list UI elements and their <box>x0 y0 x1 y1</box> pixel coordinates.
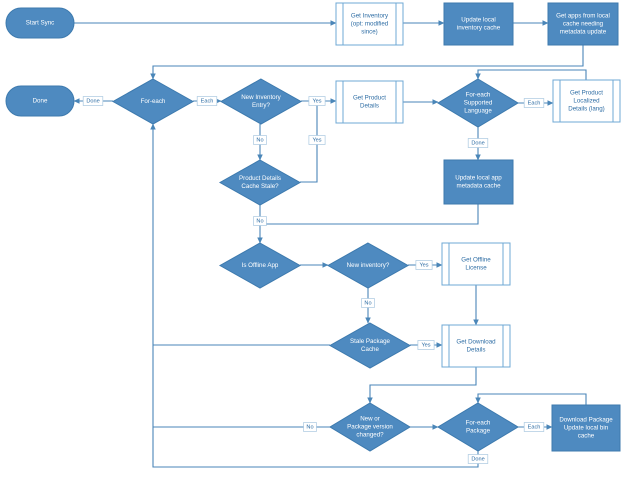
node-label-line: Product Details <box>239 175 281 182</box>
edge-label-c-newinv-yes: Yes <box>415 260 433 270</box>
node-label-line: Get Offline <box>461 257 491 264</box>
node-label-line: For-each <box>466 420 491 427</box>
node-label-line: changed? <box>356 432 384 439</box>
edge-label-c-langloop-done: Done <box>467 138 489 148</box>
node-label-line: New Inventory <box>241 94 281 101</box>
node-for-each[interactable]: For-each <box>111 78 195 125</box>
edge-label-text: Each <box>201 98 214 104</box>
node-layer: Start Sync Get Inventory(opt: modifiedsin… <box>5 2 621 452</box>
node-label-line: Supported <box>464 100 493 107</box>
node-label-line: Start Sync <box>26 20 55 27</box>
node-done[interactable]: Done <box>5 85 75 117</box>
node-label-line: since) <box>361 29 378 36</box>
node-label-line: Get Product <box>353 95 386 102</box>
node-label-line: For-each <box>141 98 166 105</box>
node-label-line: Package <box>466 428 491 435</box>
node-label-line: Localized <box>573 98 600 105</box>
node-is-offline-app[interactable]: Is Offline App <box>218 242 302 289</box>
node-label-line: Details <box>467 347 486 354</box>
edge-label-c-foreachpkg-each: Each <box>523 422 545 432</box>
connector-get-download-details-to-new-or-package-version-changed <box>367 367 477 404</box>
connector-product-details-cache-stale-to-get-product-details <box>300 101 318 183</box>
node-label-line: New or <box>360 416 380 423</box>
edge-label-c-langloop-each: Each <box>523 98 545 108</box>
edge-label-text: Yes <box>312 137 321 143</box>
node-label-line: Update local <box>461 17 495 24</box>
edge-label-text: Yes <box>312 98 321 104</box>
edge-label-c-newinv-no: No <box>361 298 375 308</box>
edge-label-c-cachestale-yes: Yes <box>308 135 326 145</box>
node-label-line: Update local app <box>455 175 502 182</box>
connector-for-each-package-to-for-each <box>150 123 479 468</box>
node-label-line: Cache <box>361 346 379 353</box>
node-label-line: Is Offline App <box>242 262 279 269</box>
edge-label-text: Yes <box>421 342 430 348</box>
node-label-line: Package version <box>347 424 393 431</box>
node-label-line: Details (lang) <box>568 106 604 113</box>
edge-label-c-foreach-to-done: Done <box>82 96 104 106</box>
edge-label-c-stalepkg-yes: Yes <box>417 340 435 350</box>
edge-label-c-foreach-to-newentry: Each <box>196 96 218 106</box>
node-new-inventory[interactable]: New inventory? <box>326 242 410 289</box>
node-label-line: Get Product <box>570 90 603 97</box>
connector-update-local-app-metadata-cache-to-is-offline-app <box>260 204 479 225</box>
node-label-line: Update local bin <box>564 425 609 432</box>
node-label-line: metadata cache <box>456 183 501 190</box>
connector-download-package-update-bin-cache-to-for-each-package <box>475 393 587 405</box>
node-label-line: cache <box>578 433 595 440</box>
node-label-line: Get apps from local <box>556 13 610 20</box>
edge-label-text: Done <box>471 140 484 146</box>
edge-label-text: Done <box>471 456 484 462</box>
node-label-line: metadata update <box>560 29 607 36</box>
edge-label-text: Each <box>528 100 541 106</box>
node-label-line: Entry? <box>252 102 270 109</box>
edge-label-c-newentry-no: No <box>253 135 267 145</box>
node-label-line: (opt: modified <box>351 21 389 28</box>
edge-label-c-pkgchanged-no: No <box>303 422 317 432</box>
node-label-line: License <box>465 265 487 272</box>
connector-get-product-localized-details-to-for-each-supported-language <box>475 69 587 80</box>
edge-label-text: Each <box>528 424 541 430</box>
node-label-line: cache needing <box>563 21 604 28</box>
node-label-line: Download Package <box>559 417 613 424</box>
edge-label-c-cachestale-no: No <box>253 216 267 226</box>
edge-label-text: Done <box>86 98 99 104</box>
node-label-line: For-each <box>466 92 491 99</box>
node-label-line: inventory cache <box>457 25 501 32</box>
edge-label-text: No <box>364 300 371 306</box>
node-label-line: Get Inventory <box>351 13 389 20</box>
node-label-line: New inventory? <box>347 262 390 269</box>
node-label-line: Cache Stale? <box>241 183 279 190</box>
node-label-line: Stale Package <box>350 338 390 345</box>
edge-label-text: No <box>306 424 313 430</box>
node-label-line: Done <box>33 98 48 105</box>
edge-label-text: Yes <box>419 262 428 268</box>
node-label-line: Language <box>464 108 492 115</box>
edge-label-text: No <box>256 218 263 224</box>
edge-label-c-newentry-yes: Yes <box>308 96 326 106</box>
node-start-sync[interactable]: Start Sync <box>5 7 75 39</box>
node-label-line: Details <box>360 103 379 110</box>
edge-label-c-foreachpkg-done: Done <box>467 454 489 464</box>
connector-get-apps-needing-metadata-to-for-each <box>150 45 584 80</box>
node-label-line: Get Download <box>456 339 496 346</box>
edge-label-text: No <box>256 137 263 143</box>
